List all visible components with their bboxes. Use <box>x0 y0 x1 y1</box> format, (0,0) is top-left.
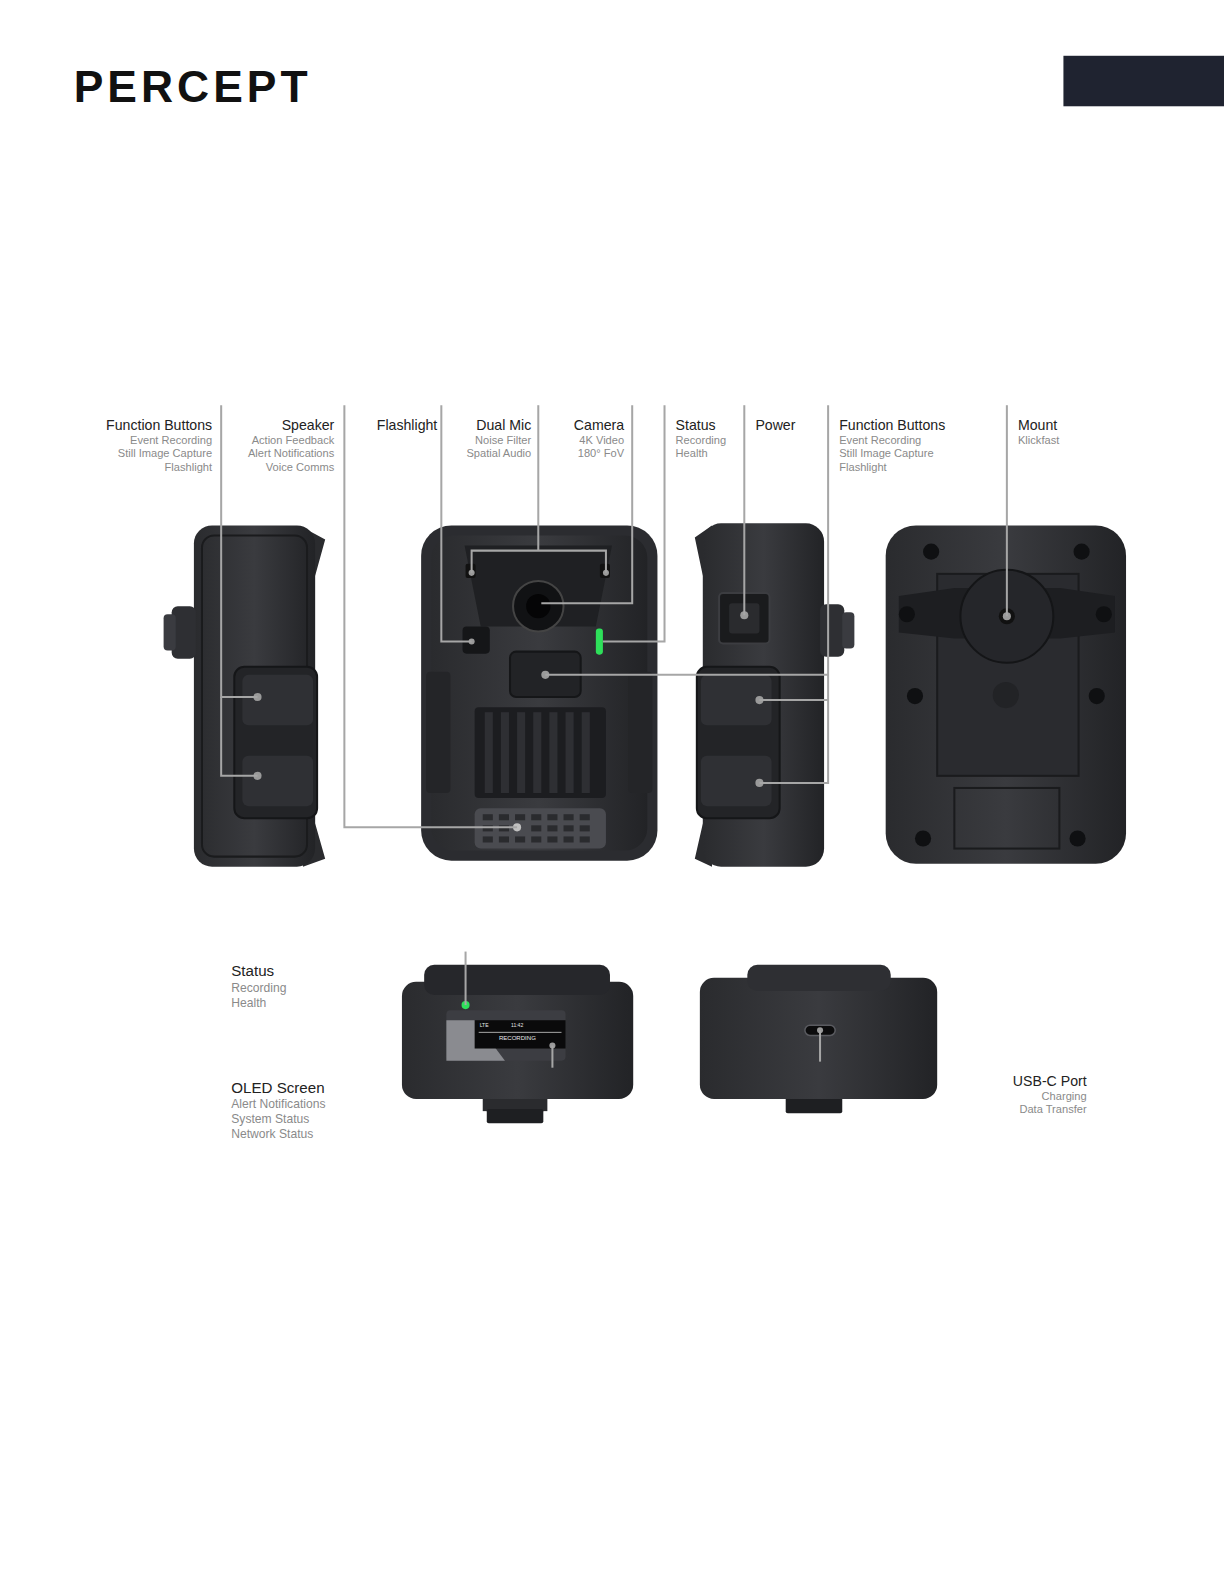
front-view <box>421 525 657 860</box>
callout-label: Flashlight <box>839 461 886 474</box>
callout-label: Dual Mic <box>476 417 531 434</box>
callout-label: RECORDING <box>499 1035 536 1042</box>
callout-label: Function Buttons <box>839 417 945 434</box>
callout-label: Klickfast <box>1018 434 1059 447</box>
callout-label: 11:42 <box>511 1022 523 1028</box>
callout-label: 180° FoV <box>578 447 624 460</box>
callout-label: Event Recording <box>130 434 212 447</box>
callout-label: Flashlight <box>165 461 212 474</box>
callout-label: Still Image Capture <box>839 447 933 460</box>
callout-label: Noise Filter <box>475 434 531 447</box>
callout-label: System Status <box>231 1112 309 1127</box>
top-view <box>402 965 633 1124</box>
callout-label: Health <box>676 447 708 460</box>
heading-rules <box>96 405 1091 1067</box>
callout-label: Action Feedback <box>252 434 335 447</box>
callout-label: Alert Notifications <box>248 447 334 460</box>
callout-label: Health <box>231 996 266 1011</box>
callout-label: Speaker <box>282 417 335 434</box>
header-bar <box>1063 56 1224 106</box>
callout-label: Voice Comms <box>266 461 334 474</box>
callout-label: Status <box>231 962 274 980</box>
callout-label: USB-C Port <box>1013 1073 1087 1090</box>
callout-label: 4K Video <box>579 434 624 447</box>
callout-label: Data Transfer <box>1019 1103 1086 1116</box>
callout-label: Event Recording <box>839 434 921 447</box>
back-view <box>886 525 1126 863</box>
brand-logo: PERCEPT <box>74 65 312 109</box>
callout-label: Recording <box>231 981 286 996</box>
callout-label: Alert Notifications <box>231 1097 325 1112</box>
callout-label: Mount <box>1018 417 1057 434</box>
callout-label: Function Buttons <box>106 417 212 434</box>
callout-label: Spatial Audio <box>466 447 531 460</box>
callout-label: Power <box>755 417 795 434</box>
callout-label: Still Image Capture <box>118 447 212 460</box>
callout-label: Status <box>676 417 716 434</box>
callout-label: OLED Screen <box>231 1079 324 1097</box>
callout-label: Charging <box>1042 1090 1087 1103</box>
bottom-view <box>700 965 937 1113</box>
right-side-view <box>695 523 855 866</box>
callout-label: Camera <box>574 417 624 434</box>
callout-label: Recording <box>676 434 727 447</box>
callout-label: LTE <box>480 1022 489 1028</box>
leader-lines <box>221 405 1007 1067</box>
callout-label: Flashlight <box>377 417 437 434</box>
callout-label: Network Status <box>231 1127 313 1142</box>
